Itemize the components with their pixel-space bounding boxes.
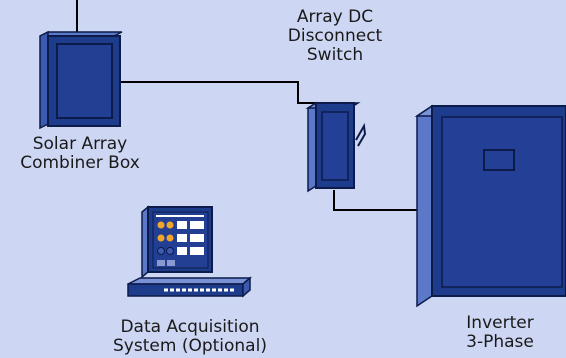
combiner-box-label-line: Combiner Box: [20, 153, 140, 173]
indicator-block: [177, 234, 187, 242]
inverter-depth: [416, 104, 433, 308]
combiner-box-label-line: Solar Array: [32, 134, 128, 154]
indicator-dot: [166, 247, 174, 255]
inverter-display: [483, 149, 515, 171]
data-acquisition-label: Data Acquisition System (Optional): [105, 318, 275, 356]
indicator-block: [177, 221, 187, 229]
data-acquisition-system: [127, 205, 253, 298]
disconnect-switch-label: Array DC Disconnect Switch: [280, 8, 390, 65]
indicator-dot: [157, 247, 165, 255]
data-acquisition-label-line: Data Acquisition: [120, 317, 260, 337]
combiner-box-label: Solar Array Combiner Box: [5, 135, 155, 173]
wiring: [76, 0, 425, 211]
inverter-label: Inverter 3-Phase: [440, 314, 560, 352]
combiner-box-depth: [39, 30, 49, 130]
indicator-dot: [166, 234, 174, 242]
indicator-block: [190, 247, 204, 255]
indicator-block: [167, 260, 175, 266]
indicator-block: [190, 221, 204, 229]
disconnect-switch-label-line: Array DC: [296, 7, 374, 27]
inverter-label-line: 3-Phase: [466, 332, 534, 352]
disconnect-switch-panel: [321, 111, 349, 181]
monitor-indicators: [157, 221, 204, 266]
inverter: [414, 104, 566, 308]
indicator-block: [177, 247, 187, 255]
keyboard-side: [242, 276, 251, 298]
wire-disconnect-to-inverter: [333, 190, 425, 211]
disconnect-switch-label-line: Switch: [306, 45, 364, 65]
indicator-block: [157, 260, 165, 266]
indicator-dot: [166, 221, 174, 229]
indicator-dot: [157, 234, 165, 242]
disconnect-switch-handle: [355, 122, 367, 147]
combiner-box: [39, 30, 123, 130]
disconnect-switch: [305, 101, 367, 193]
wire-combiner-to-disconnect: [120, 81, 318, 104]
keyboard-top: [127, 277, 253, 285]
combiner-box-door: [56, 43, 113, 119]
data-acquisition-label-line: System (Optional): [113, 336, 267, 356]
disconnect-switch-label-line: Disconnect: [287, 26, 383, 46]
indicator-block: [190, 234, 204, 242]
indicator-dot: [157, 221, 165, 229]
inverter-label-line: Inverter: [466, 313, 534, 333]
disconnect-switch-depth: [307, 101, 317, 193]
inverter-panel: [441, 116, 563, 288]
